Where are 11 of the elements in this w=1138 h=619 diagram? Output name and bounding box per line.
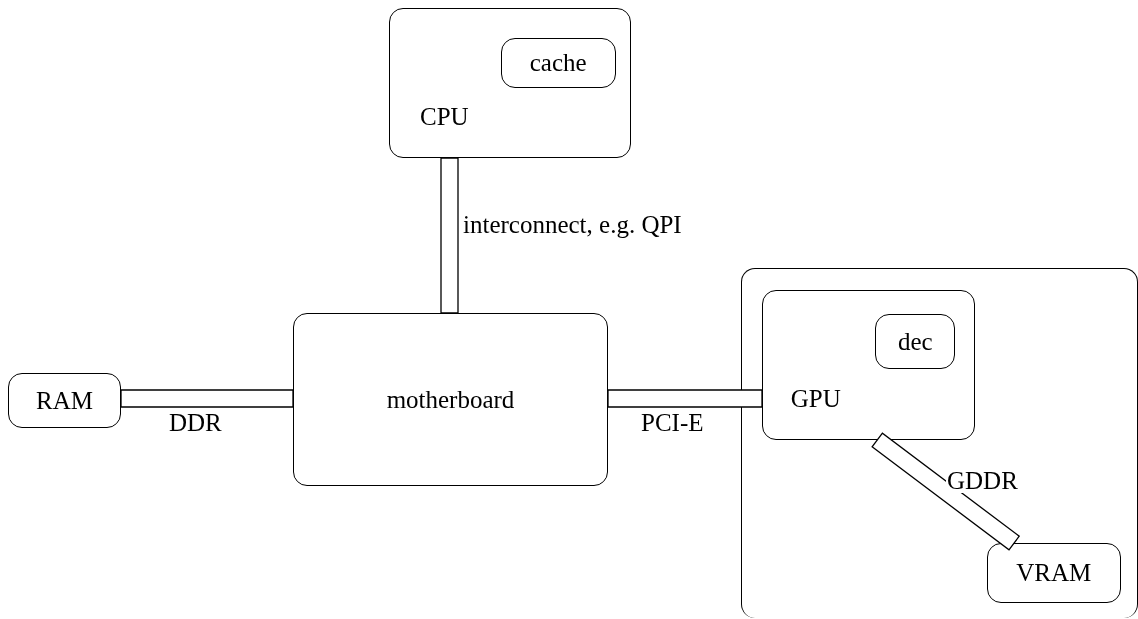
bus-connector: [440, 157, 459, 314]
bus-connector: [607, 389, 763, 408]
cache-box: [500, 37, 616, 88]
motherboard-box: [293, 313, 608, 486]
gpu-box: [761, 289, 975, 440]
bus-connector: [871, 432, 1021, 551]
cpu-box: [389, 8, 631, 158]
ram-box: [8, 373, 121, 428]
decoder-box: [875, 314, 956, 370]
vram-box: [986, 542, 1121, 603]
bus-connector: [120, 389, 294, 408]
